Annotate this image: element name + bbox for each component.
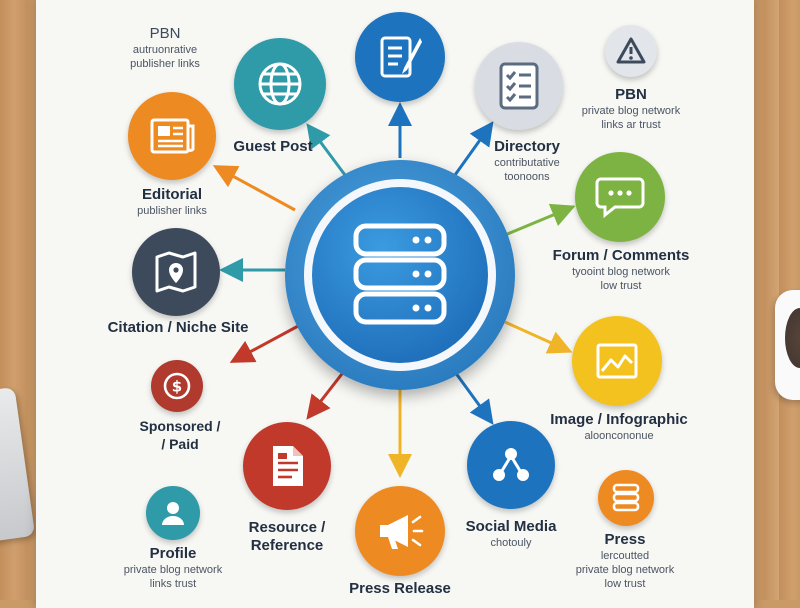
- arrow-sponsored: [229, 323, 301, 363]
- resource-node: [243, 422, 331, 510]
- image-label: Image / Infographic alooncononue: [550, 411, 688, 442]
- profile-node: [146, 486, 200, 540]
- checklist-icon: [499, 62, 539, 110]
- press-right-label: Press lercoutted private blog network lo…: [575, 531, 675, 590]
- social-node: [467, 421, 555, 509]
- editorial-node: [128, 92, 216, 180]
- directory-label: Directory contributative toonoons: [494, 138, 560, 183]
- social-label: Social Media chotouly: [465, 518, 557, 549]
- arrow-forum: [504, 203, 576, 237]
- arrow-social: [453, 371, 494, 425]
- arrow-guest-post: [306, 123, 347, 176]
- warning-icon: [616, 37, 646, 64]
- pbn-top-label: PBN autruonrative publisher links: [130, 25, 200, 70]
- press-release-label: Press Release: [349, 580, 451, 597]
- coffee-mug: [775, 290, 800, 400]
- press-right-node: [598, 470, 654, 526]
- image-node: [572, 316, 662, 406]
- pbn-right-label: PBN private blog network links ar trust: [581, 86, 681, 131]
- document-pen-icon: [380, 36, 422, 78]
- guest-post-label: Guest Post: [233, 138, 313, 155]
- pbn-right-node: [605, 25, 657, 77]
- forum-label: Forum / Comments tyooint blog network lo…: [552, 247, 690, 292]
- megaphone-icon: [380, 515, 424, 549]
- newspaper-icon: [150, 118, 195, 154]
- citation-label: Citation / Niche Site: [107, 319, 249, 336]
- press-top-node: [355, 12, 445, 102]
- press-release-node: [355, 486, 445, 576]
- dollar-coin-icon: $: [163, 372, 191, 400]
- sponsored-node: $: [151, 360, 203, 412]
- profile-label: Profile private blog network links trust: [123, 545, 223, 590]
- database-small-icon: [612, 483, 640, 512]
- sponsored-label: Sponsored / / Paid: [139, 418, 221, 452]
- forum-node: [575, 152, 665, 242]
- share-network-icon: [493, 448, 529, 481]
- svg-text:$: $: [172, 378, 182, 396]
- speech-bubble-icon: [595, 177, 645, 219]
- database-icon: [312, 187, 488, 363]
- chart-image-icon: [596, 343, 638, 379]
- resource-label: Resource / Reference: [248, 519, 326, 554]
- globe-icon: [258, 62, 302, 106]
- user-icon: [162, 502, 184, 525]
- citation-node: [132, 228, 220, 316]
- arrow-editorial: [212, 165, 296, 212]
- directory-node: [475, 42, 563, 130]
- arrow-resource: [306, 369, 347, 420]
- arrow-image: [504, 320, 573, 354]
- editorial-label: Editorial publisher links: [137, 186, 207, 217]
- arrow-directory: [453, 121, 494, 176]
- guest-post-node: [234, 38, 326, 130]
- map-pin-icon: [155, 251, 197, 293]
- document-icon: [273, 446, 303, 486]
